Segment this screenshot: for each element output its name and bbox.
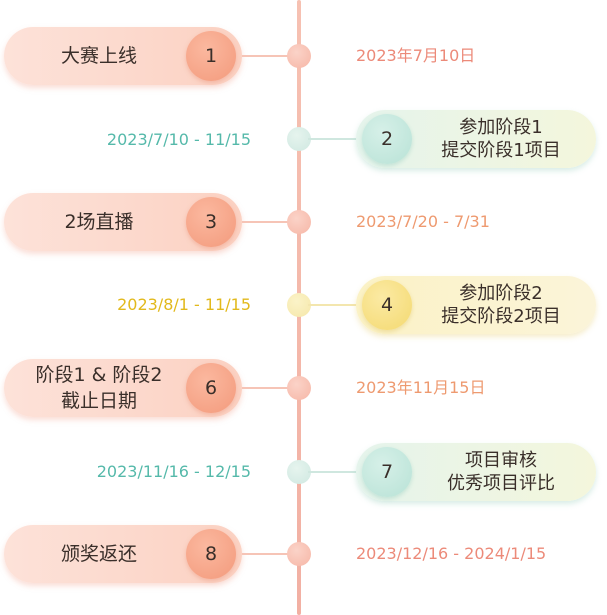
connector bbox=[308, 138, 358, 140]
connector bbox=[242, 55, 292, 57]
milestone-label: 颁奖返还 bbox=[60, 543, 137, 565]
connector bbox=[242, 387, 292, 389]
connector bbox=[308, 304, 358, 306]
milestone-1-card: 大赛上线 1 bbox=[4, 27, 242, 85]
milestone-number: 6 bbox=[186, 363, 236, 413]
timeline-dot bbox=[287, 44, 311, 68]
milestone-number: 8 bbox=[186, 529, 236, 579]
milestone-number: 4 bbox=[362, 280, 412, 330]
connector bbox=[242, 553, 292, 555]
milestone-label: 项目审核 优秀项目评比 bbox=[447, 450, 555, 494]
timeline-dot bbox=[287, 460, 311, 484]
milestone-date: 2023/11/16 - 12/15 bbox=[96, 462, 251, 481]
milestone-label: 参加阶段1 提交阶段1项目 bbox=[441, 117, 561, 161]
timeline-dot bbox=[287, 293, 311, 317]
timeline-dot bbox=[287, 542, 311, 566]
milestone-3-card: 2场直播 3 bbox=[4, 193, 242, 251]
milestone-date: 2023/7/10 - 11/15 bbox=[106, 130, 251, 149]
milestone-2-card: 2 参加阶段1 提交阶段1项目 bbox=[356, 110, 596, 168]
milestone-date: 2023年7月10日 bbox=[356, 46, 476, 65]
milestone-label: 阶段1 & 阶段2 截止日期 bbox=[35, 364, 163, 412]
milestone-number: 3 bbox=[186, 197, 236, 247]
milestone-date: 2023/12/16 - 2024/1/15 bbox=[356, 544, 547, 563]
milestone-number: 2 bbox=[362, 114, 412, 164]
milestone-8-card: 颁奖返还 8 bbox=[4, 525, 242, 583]
timeline-dot bbox=[287, 127, 311, 151]
milestone-label: 2场直播 bbox=[64, 211, 134, 233]
timeline-dot bbox=[287, 376, 311, 400]
connector bbox=[242, 221, 292, 223]
connector bbox=[308, 471, 358, 473]
milestone-4-card: 4 参加阶段2 提交阶段2项目 bbox=[356, 276, 596, 334]
milestone-date: 2023/7/20 - 7/31 bbox=[356, 212, 490, 231]
milestone-6-card: 阶段1 & 阶段2 截止日期 6 bbox=[4, 359, 242, 417]
milestone-date: 2023年11月15日 bbox=[356, 378, 486, 397]
milestone-number: 7 bbox=[362, 447, 412, 497]
milestone-date: 2023/8/1 - 11/15 bbox=[117, 295, 251, 314]
timeline-dot bbox=[287, 210, 311, 234]
milestone-number: 1 bbox=[186, 31, 236, 81]
milestone-label: 参加阶段2 提交阶段2项目 bbox=[441, 283, 561, 327]
milestone-7-card: 7 项目审核 优秀项目评比 bbox=[356, 443, 596, 501]
milestone-label: 大赛上线 bbox=[60, 45, 137, 67]
